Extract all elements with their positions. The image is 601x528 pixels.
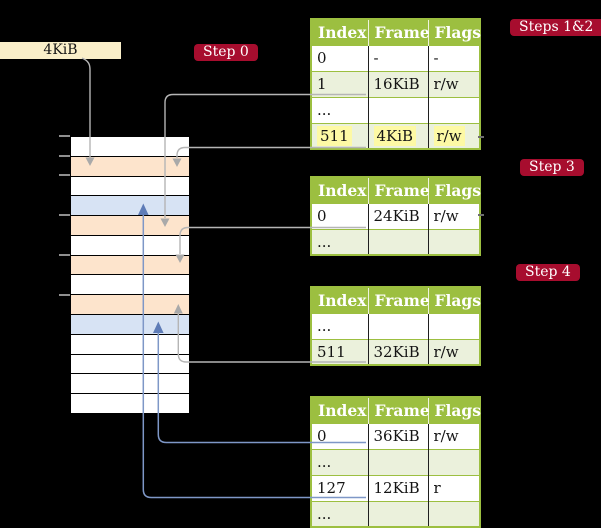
badge-steps-1-2: Steps 1&2 xyxy=(510,19,601,36)
table-cell: 16KiB xyxy=(368,70,429,97)
page-table-step-4-upper: Index Frame Flags ... 511 32KiB r/w xyxy=(310,286,481,366)
badge-step-3: Step 3 xyxy=(520,159,584,176)
table-cell: - xyxy=(368,44,429,71)
table-cell xyxy=(428,96,480,123)
memory-row xyxy=(71,156,189,177)
table-cell xyxy=(428,228,480,255)
memory-column xyxy=(70,136,190,414)
table-cell: 511 xyxy=(311,338,369,365)
table-cell: r/w xyxy=(428,338,480,365)
memory-row xyxy=(71,295,189,316)
memory-tick xyxy=(59,294,70,296)
memory-tick xyxy=(59,254,70,256)
memory-tick xyxy=(59,174,70,176)
table-cell: ... xyxy=(311,228,369,255)
table-cell: 0 xyxy=(311,202,369,229)
column-header: Index xyxy=(311,397,369,423)
highlight: 4KiB xyxy=(373,125,417,146)
highlight: r/w xyxy=(433,125,465,146)
column-header: Index xyxy=(311,177,369,203)
table-cell: ... xyxy=(311,448,369,475)
memory-tick xyxy=(59,135,70,137)
column-header: Frame xyxy=(368,397,430,423)
column-header: Flags xyxy=(428,397,481,423)
table-cell: 36KiB xyxy=(368,422,429,449)
table-cell xyxy=(428,312,480,339)
column-header: Frame xyxy=(368,177,430,203)
memory-row xyxy=(71,137,189,157)
column-header: Flags xyxy=(428,177,481,203)
table-cell xyxy=(368,228,429,255)
memory-tick xyxy=(59,155,70,157)
table-row: 0 24KiB r/w xyxy=(311,202,480,229)
column-header: Index xyxy=(311,19,369,45)
memory-row xyxy=(71,354,189,375)
memory-tick xyxy=(59,214,70,216)
memory-row xyxy=(71,216,189,236)
memory-row xyxy=(71,275,189,296)
column-header: Index xyxy=(311,287,369,313)
table-cell xyxy=(368,312,429,339)
table-cell xyxy=(428,448,480,475)
table-cell: - xyxy=(428,44,480,71)
table-cell: ... xyxy=(311,312,369,339)
table-cell: 0 xyxy=(311,44,369,71)
table-cell: 24KiB xyxy=(368,202,429,229)
page-table-steps-1-2: Index Frame Flags 0 - - 1 16KiB r/w ... xyxy=(310,18,481,150)
table-cell: 0 xyxy=(311,422,369,449)
table-row: 511 32KiB r/w xyxy=(311,338,480,365)
table-row: ... xyxy=(311,228,480,255)
table-cell xyxy=(368,448,429,475)
table-cell: 127 xyxy=(311,474,369,501)
table-header-row: Index Frame Flags xyxy=(311,397,481,423)
highlight: 511 xyxy=(317,125,352,146)
table-header-row: Index Frame Flags xyxy=(311,177,481,203)
memory-row xyxy=(71,374,189,395)
table-cell: 32KiB xyxy=(368,338,429,365)
memory-row xyxy=(71,255,189,276)
table-cell: 4KiB xyxy=(368,122,429,149)
table-cell xyxy=(428,500,480,527)
table-row: 0 36KiB r/w xyxy=(311,422,480,449)
memory-row xyxy=(71,176,189,197)
table-row: 0 - - xyxy=(311,44,480,71)
table-cell xyxy=(368,500,429,527)
table-cell: r/w xyxy=(428,202,480,229)
table-cell: ... xyxy=(311,500,369,527)
table-row: ... xyxy=(311,96,480,123)
page-size-label: 4KiB xyxy=(0,42,121,59)
table-cell: 511 xyxy=(311,122,369,149)
column-header: Frame xyxy=(368,287,430,313)
table-cell: r xyxy=(428,474,480,501)
table-row: ... xyxy=(311,448,480,475)
table-header-row: Index Frame Flags xyxy=(311,19,481,45)
table-row-highlighted: 511 4KiB r/w xyxy=(311,122,480,149)
page-table-step-4-lower: Index Frame Flags 0 36KiB r/w ... 127 12… xyxy=(310,396,481,528)
table-row: ... xyxy=(311,312,480,339)
table-cell: 1 xyxy=(311,70,369,97)
badge-step-4: Step 4 xyxy=(516,264,580,281)
memory-row xyxy=(71,235,189,256)
table-cell: r/w xyxy=(428,122,480,149)
table-row: ... xyxy=(311,500,480,527)
column-header: Flags xyxy=(428,19,481,45)
column-header: Frame xyxy=(368,19,430,45)
column-header: Flags xyxy=(428,287,481,313)
table-cell xyxy=(368,96,429,123)
table-cell: ... xyxy=(311,96,369,123)
table-cell: r/w xyxy=(428,70,480,97)
memory-row xyxy=(71,394,189,413)
badge-step-0: Step 0 xyxy=(194,44,258,61)
table-cell: r/w xyxy=(428,422,480,449)
memory-row xyxy=(71,334,189,355)
table-row: 127 12KiB r xyxy=(311,474,480,501)
table-header-row: Index Frame Flags xyxy=(311,287,481,313)
memory-row xyxy=(71,196,189,217)
table-row: 1 16KiB r/w xyxy=(311,70,480,97)
page-table-step-3: Index Frame Flags 0 24KiB r/w ... xyxy=(310,176,481,256)
table-cell: 12KiB xyxy=(368,474,429,501)
memory-row xyxy=(71,315,189,335)
